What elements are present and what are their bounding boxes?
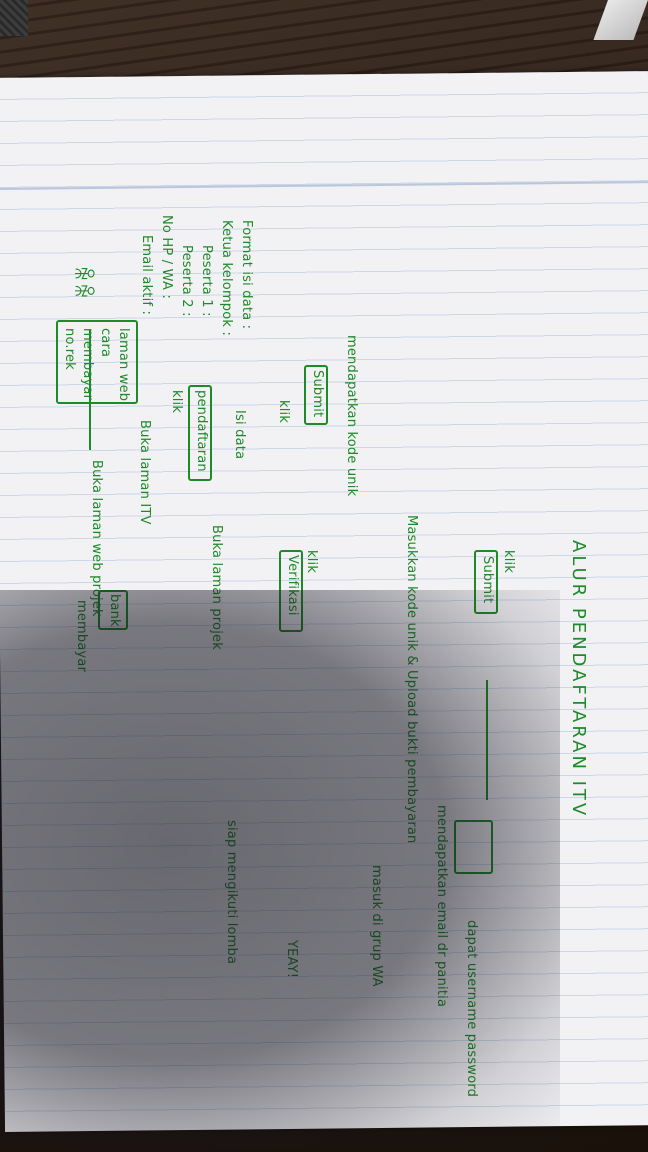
pay-label: membayar xyxy=(74,600,89,673)
flow-click-verify: klik xyxy=(304,550,319,574)
people-icon: ꆜꆜ xyxy=(69,265,94,300)
ready-label: siap mengikuti lomba xyxy=(224,820,239,965)
info-norek: no.rek xyxy=(62,328,77,370)
page-title: ALUR PENDAFTARAN ITV xyxy=(568,540,589,819)
submit-button-2-label: Submit xyxy=(480,556,495,604)
verify-button-label: Verifikasi xyxy=(285,555,300,616)
info-membayar: membayar xyxy=(80,328,95,401)
unique-code-note: mendapatkan kode unik xyxy=(344,335,359,497)
flow-click-submit-2: klik xyxy=(501,550,516,574)
format-heading: Format isi data : xyxy=(239,220,254,330)
field-peserta-1: Peserta 1 : xyxy=(199,245,214,317)
envelope-icon xyxy=(454,820,493,874)
arrow-to-email xyxy=(486,680,488,800)
flow-click-submit: klik xyxy=(276,400,291,424)
field-hp: No HP / WA : xyxy=(159,215,174,300)
yeay-label: YEAY! xyxy=(284,940,299,979)
flow-fill-data: Isi data xyxy=(232,410,247,460)
register-button-label: pendaftaran xyxy=(194,390,209,472)
flow-open-itv: Buka laman ITV xyxy=(137,420,152,525)
credentials-note: dapat username password xyxy=(464,920,479,1098)
fabric-corner xyxy=(0,0,28,36)
handwritten-flowchart: ALUR PENDAFTARAN ITV Format isi data : K… xyxy=(0,120,648,1140)
info-web: laman web xyxy=(116,328,131,402)
join-group: masuk di grup WA xyxy=(369,865,384,987)
field-peserta-2: Peserta 2 : xyxy=(179,245,194,317)
bank-label: bank xyxy=(107,594,122,627)
upload-note: Masukkan kode unik & Upload bukti pembay… xyxy=(404,515,419,844)
arrow-start xyxy=(89,330,91,450)
info-cara: cara xyxy=(98,328,113,358)
submit-button-label: Submit xyxy=(310,370,325,418)
flow-click-label: klik xyxy=(169,390,184,414)
field-ketua: Ketua kelompok : xyxy=(219,220,234,337)
field-email: Email aktif : xyxy=(139,235,154,316)
email-note: mendapatkan email dr panitia xyxy=(434,805,449,1008)
open-project-page: Buka laman projek xyxy=(209,525,224,650)
